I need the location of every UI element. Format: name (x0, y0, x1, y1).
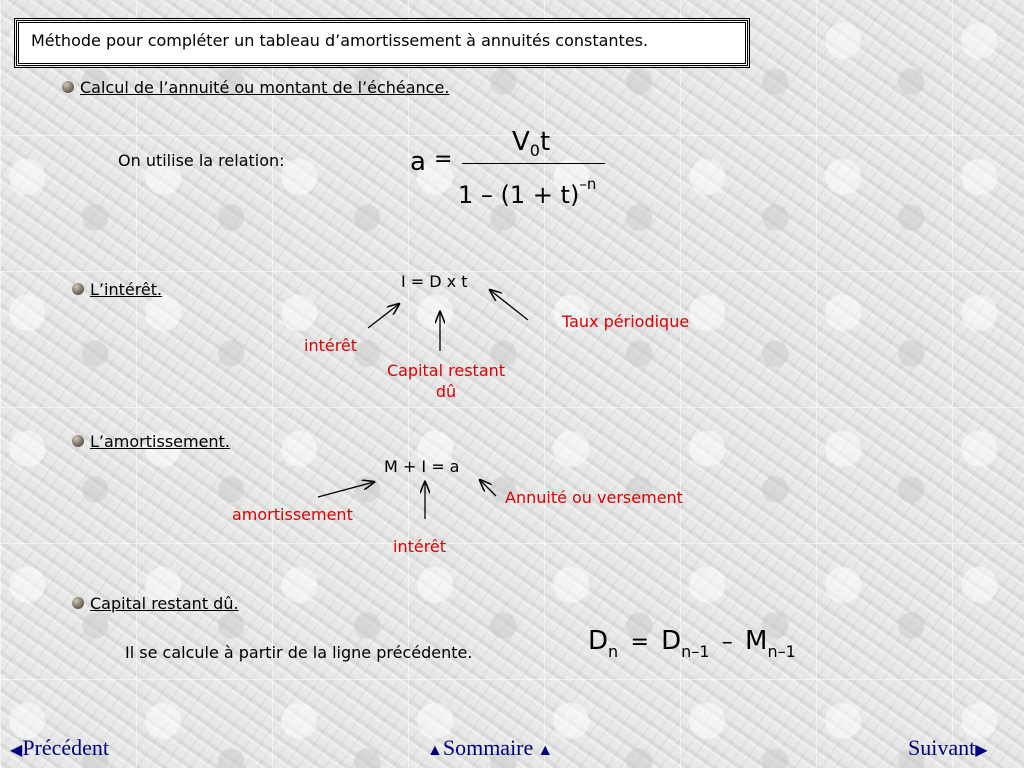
formula-lhs: a (410, 147, 426, 177)
title-box: Méthode pour compléter un tableau d’amor… (14, 18, 750, 68)
heading-amortissement: L’amortissement. (90, 432, 230, 451)
label-amortissement: amortissement (232, 505, 353, 524)
home-label: Sommaire (442, 735, 534, 760)
arrow-taux (490, 290, 529, 321)
arrow-interet (367, 304, 399, 329)
arrow-annuite (480, 480, 497, 497)
left-triangle-icon: ◀ (10, 742, 23, 759)
annuite-intro: On utilise la relation: (118, 151, 285, 170)
interet-equation: I = D x t (401, 272, 468, 291)
next-link[interactable]: Suivant▶ (908, 735, 988, 761)
formula-sub3: n–1 (767, 642, 796, 661)
numerator-t: t (539, 127, 551, 157)
label-capital: Capital restant dû (372, 360, 520, 402)
bullet-icon (72, 283, 84, 295)
capital-formula: Dn = Dn–1 – Mn–1 (588, 626, 796, 661)
numerator-v: V (512, 127, 530, 157)
bullet-icon (72, 435, 84, 447)
arrow-amortissement (317, 482, 374, 498)
heading-capital: Capital restant dû. (90, 594, 239, 613)
page-title: Méthode pour compléter un tableau d’amor… (31, 31, 649, 50)
next-label: Suivant (908, 735, 976, 760)
formula-denominator: 1 – (1 + t)–n (458, 175, 596, 209)
up-triangle-icon: ▲ (427, 742, 443, 759)
label-interet-2: intérêt (393, 537, 447, 556)
amortissement-equation: M + I = a (384, 457, 460, 476)
formula-eq: = (434, 147, 453, 172)
formula-sub1: n (608, 642, 619, 661)
label-interet: intérêt (304, 336, 358, 355)
capital-text: Il se calcule à partir de la ligne précé… (125, 643, 473, 662)
numerator-sub: 0 (529, 141, 540, 160)
formula-eq-2: = (630, 630, 649, 655)
bullet-icon (72, 597, 84, 609)
denominator-exp: –n (579, 175, 597, 193)
label-taux: Taux périodique (562, 312, 690, 331)
label-capital-line1: Capital restant (386, 361, 506, 380)
formula-d1: D (588, 626, 609, 656)
bullet-icon (62, 81, 74, 93)
formula-sub2: n–1 (681, 642, 710, 661)
home-link[interactable]: ▲Sommaire▲ (427, 735, 553, 761)
heading-annuite: Calcul de l’annuité ou montant de l’éché… (80, 78, 450, 97)
formula-d2: D (661, 626, 682, 656)
prev-link[interactable]: ◀Précédent (10, 735, 109, 761)
right-triangle-icon: ▶ (975, 742, 988, 759)
label-annuite: Annuité ou versement (505, 488, 683, 507)
prev-label: Précédent (22, 735, 110, 760)
heading-interet: L’intérêt. (90, 280, 163, 299)
formula-minus: – (721, 630, 733, 655)
formula-numerator: V0t (512, 127, 550, 160)
up-triangle-icon: ▲ (537, 742, 554, 759)
formula-m: M (745, 626, 768, 656)
denominator-main: 1 – (1 + t) (458, 181, 580, 209)
label-capital-line2: dû (435, 382, 457, 401)
annuite-formula: a = V0t 1 – (1 + t)–n (410, 125, 610, 215)
fraction-bar (462, 163, 605, 164)
